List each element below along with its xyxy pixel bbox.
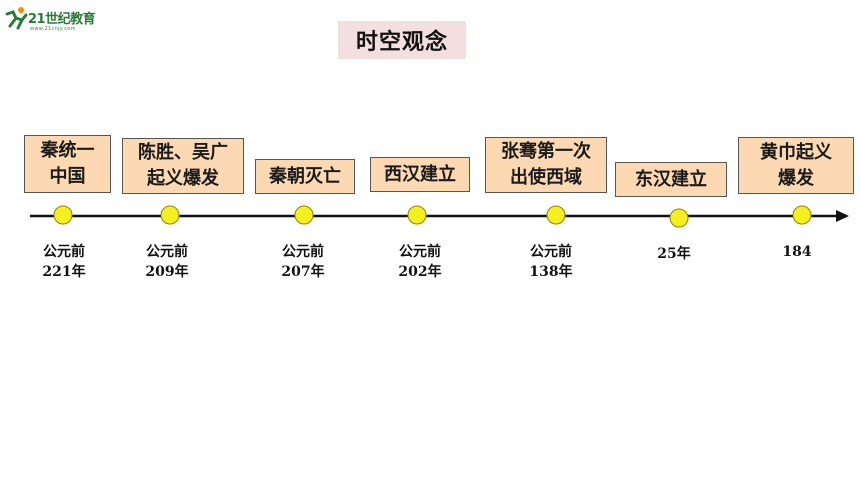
date-label-1: 公元前 221年 (42, 242, 85, 282)
event-box-2: 陈胜、吴广 起义爆发 (122, 138, 244, 194)
date-year: 202年 (398, 264, 442, 280)
event-box-1: 秦统一 中国 (24, 135, 111, 193)
date-label-7: 184 (782, 242, 811, 262)
logo: 21世纪教育 www.21cnjy.com (4, 6, 96, 36)
date-era: 公元前 (398, 244, 441, 260)
date-label-3: 公元前 207年 (281, 242, 324, 282)
timeline-marker-1 (53, 205, 73, 225)
date-year: 207年 (281, 264, 325, 280)
event-box-4: 西汉建立 (370, 157, 470, 192)
date-era: 公元前 (529, 244, 572, 260)
date-year: 184 (782, 244, 812, 260)
timeline-marker-3 (294, 205, 314, 225)
date-label-2: 公元前 209年 (145, 242, 188, 282)
runner-icon (5, 7, 28, 30)
timeline-marker-6 (669, 208, 689, 228)
timeline-marker-2 (160, 205, 180, 225)
date-era: 公元前 (145, 244, 188, 260)
logo-brand-text: 21世纪教育 (28, 12, 96, 27)
timeline-markers (53, 205, 812, 228)
event-box-6: 东汉建立 (615, 162, 727, 197)
date-year: 209年 (145, 264, 189, 280)
date-era: 公元前 (281, 244, 324, 260)
event-box-7: 黄巾起义 爆发 (738, 137, 854, 194)
event-box-5: 张骞第一次 出使西域 (485, 137, 607, 193)
timeline-marker-4 (407, 205, 427, 225)
logo-url-text: www.21cnjy.com (30, 26, 76, 32)
timeline-arrowhead (836, 210, 849, 222)
date-label-4: 公元前 202年 (398, 242, 441, 282)
page-title: 时空观念 (338, 21, 466, 59)
date-year: 25年 (657, 246, 691, 262)
event-box-3: 秦朝灭亡 (255, 159, 355, 194)
timeline-marker-5 (546, 205, 566, 225)
timeline-marker-7 (792, 205, 812, 225)
date-label-6: 25年 (657, 244, 690, 264)
date-year: 138年 (529, 264, 573, 280)
date-era: 公元前 (42, 244, 85, 260)
date-year: 221年 (42, 264, 86, 280)
date-label-5: 公元前 138年 (529, 242, 572, 282)
